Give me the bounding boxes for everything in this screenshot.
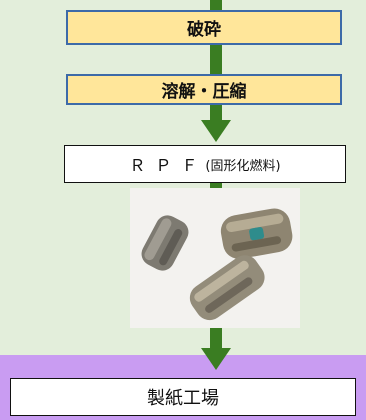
down-arrow-icon — [201, 120, 231, 142]
paper-mill-label: 製紙工場 — [147, 388, 219, 409]
rpf-label: ＲＰＦ — [129, 156, 208, 175]
down-arrow-icon — [201, 348, 231, 370]
flow-arrow-shaft — [210, 45, 222, 75]
flow-arrow-shaft — [210, 326, 222, 348]
rpf-subtitle: (固形化燃料) — [205, 158, 281, 174]
step-dissolve-label: 溶解・圧縮 — [161, 82, 247, 102]
flow-arrow-shaft — [210, 105, 222, 120]
step-crush: 破砕 — [66, 10, 342, 45]
destination-paper-mill: 製紙工場 — [10, 378, 356, 416]
step-dissolve-compress: 溶解・圧縮 — [66, 74, 342, 105]
step-crush-label: 破砕 — [187, 20, 221, 40]
rpf-pellets-photo — [130, 188, 300, 328]
flow-arrow-shaft — [210, 0, 222, 10]
step-rpf: ＲＰＦ (固形化燃料) — [64, 145, 346, 183]
